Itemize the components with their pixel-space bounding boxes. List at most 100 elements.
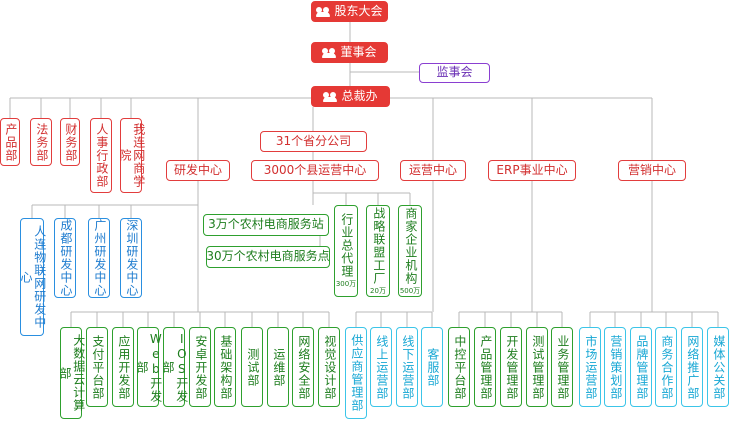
- node-sublabel: 20万: [370, 286, 386, 295]
- node-erp-division: ERP事业中心: [488, 160, 576, 181]
- node-label: 行业总代理: [339, 213, 354, 279]
- node-label: 中控平台部: [452, 334, 467, 400]
- node-chengdu-rd-center: 成都研发中心: [54, 218, 76, 298]
- node-customer-service-dept: 客服部: [421, 327, 443, 407]
- node-dev-mgmt-dept: 开发管理部: [500, 327, 522, 407]
- node-label: 商务合作部: [659, 334, 674, 400]
- node-label: 测试部: [245, 347, 260, 387]
- node-label: 研发中心: [173, 162, 222, 177]
- node-label: 31个省分公司: [275, 133, 352, 148]
- node-legal-dept: 法务部: [30, 118, 52, 166]
- node-label: 测试管理部: [530, 334, 545, 400]
- node-android-dev-dept: 安卓开发部: [189, 327, 211, 407]
- node-rd-center: 研发中心: [166, 160, 230, 181]
- node-label: 大数据云计算部: [58, 334, 86, 412]
- node-label: 线下运营部: [400, 334, 415, 400]
- node-label: 监事会: [436, 65, 473, 80]
- node-label: 运维部: [271, 347, 286, 387]
- node-label: 运营中心: [408, 162, 457, 177]
- node-label: 市场运营部: [583, 334, 598, 400]
- node-supervisors: 监事会: [419, 63, 490, 83]
- node-sublabel: 300万: [335, 280, 357, 289]
- node-label: 品牌管理部: [634, 334, 649, 400]
- node-product-dept: 产品部: [0, 118, 20, 166]
- node-rural-stations-30k-b: 30万个农村电商服务点: [206, 246, 330, 268]
- node-label: 线上运营部: [374, 334, 389, 400]
- node-business-coop-dept: 商务合作部: [655, 327, 677, 407]
- node-label: 财务部: [63, 122, 78, 162]
- node-shareholders: 股东大会: [311, 1, 388, 22]
- node-ops-maint-dept: 运维部: [267, 327, 289, 407]
- node-label: 总裁办: [341, 88, 378, 103]
- node-offline-ops-dept: 线下运营部: [396, 327, 418, 407]
- node-testing-dept: 测试部: [241, 327, 263, 407]
- node-label: 媒体公关部: [711, 334, 726, 400]
- node-label: 股东大会: [334, 3, 383, 18]
- node-online-ops-dept: 线上运营部: [370, 327, 392, 407]
- node-label: 产品部: [3, 122, 18, 162]
- node-shenzhen-rd-center: 深圳研发中心: [120, 218, 142, 298]
- people-icon: [323, 91, 338, 102]
- node-media-pr-dept: 媒体公关部: [707, 327, 729, 407]
- people-icon: [316, 6, 331, 17]
- node-brand-mgmt-dept: 品牌管理部: [630, 327, 652, 407]
- node-sales-planning-dept: 营销策划部: [604, 327, 626, 407]
- node-label: 商家企业机构: [403, 206, 418, 285]
- node-label: 3000个县运营中心: [263, 162, 367, 177]
- node-label: 应用开发部: [116, 334, 131, 400]
- node-label: 人事行政部: [94, 123, 109, 188]
- node-sublabel: 500万: [399, 286, 421, 295]
- node-label: 法务部: [34, 122, 49, 162]
- node-county-ops-center: 3000个县运营中心: [251, 160, 379, 181]
- node-label: 3万个农村电商服务站: [208, 217, 324, 232]
- node-label: 董事会: [340, 44, 377, 59]
- node-board: 董事会: [311, 42, 388, 63]
- node-label: Web开发部: [135, 331, 163, 403]
- node-label: 网络安全部: [296, 334, 311, 400]
- node-supply-chain-dept: 供应商管理部: [345, 327, 367, 419]
- node-product-mgmt-dept: 产品管理部: [474, 327, 496, 407]
- node-ceo-office: 总裁办: [311, 86, 390, 107]
- node-label: 安卓开发部: [193, 334, 208, 400]
- node-test-mgmt-dept: 测试管理部: [526, 327, 548, 407]
- node-online-promo-dept: 网络推广部: [681, 327, 703, 407]
- node-hr-admin-dept: 人事行政部: [90, 118, 112, 193]
- node-label: 业务管理部: [555, 334, 570, 400]
- node-market-ops-dept: 市场运营部: [579, 327, 601, 407]
- node-net-security-dept: 网络安全部: [292, 327, 314, 407]
- node-ecommerce-school: 我连网商学院: [118, 118, 146, 193]
- node-label: 供应商管理部: [349, 334, 364, 412]
- node-app-dev-dept: 应用开发部: [112, 327, 134, 407]
- node-label: 支付平台部: [90, 334, 105, 400]
- node-label: 客服部: [425, 347, 440, 387]
- node-label: 视觉设计部: [322, 334, 337, 400]
- node-label: 网络推广部: [685, 334, 700, 400]
- node-label: 成都研发中心: [58, 219, 73, 297]
- node-guangzhou-rd-center: 广州研发中心: [88, 218, 110, 298]
- node-ops-center: 运营中心: [400, 160, 466, 181]
- node-label: 营销中心: [627, 162, 676, 177]
- node-payment-dept: 支付平台部: [86, 327, 108, 407]
- node-label: 我连网商学院: [118, 123, 146, 188]
- node-label: 广州研发中心: [92, 219, 107, 297]
- node-provincial-branches: 31个省分公司: [260, 131, 367, 152]
- people-icon: [322, 47, 337, 58]
- node-rural-stations-30k-a: 3万个农村电商服务站: [203, 214, 329, 236]
- node-label: 战略联盟工厂: [371, 206, 386, 285]
- node-control-platform-dept: 中控平台部: [448, 327, 470, 407]
- node-web-dev-dept: Web开发部: [135, 327, 163, 407]
- node-label: IOS开发部: [161, 331, 189, 403]
- node-label: 30万个农村电商服务点: [206, 249, 330, 264]
- node-business-mgmt-dept: 业务管理部: [551, 327, 573, 407]
- node-label: 产品管理部: [478, 334, 493, 400]
- node-marketing-center: 营销中心: [618, 160, 686, 181]
- node-finance-dept: 财务部: [60, 118, 80, 166]
- node-label: 基础架构部: [218, 334, 233, 400]
- node-label: 人连物联网研发中心: [19, 225, 47, 329]
- node-label: 深圳研发中心: [124, 219, 139, 297]
- node-ios-dev-dept: IOS开发部: [161, 327, 189, 407]
